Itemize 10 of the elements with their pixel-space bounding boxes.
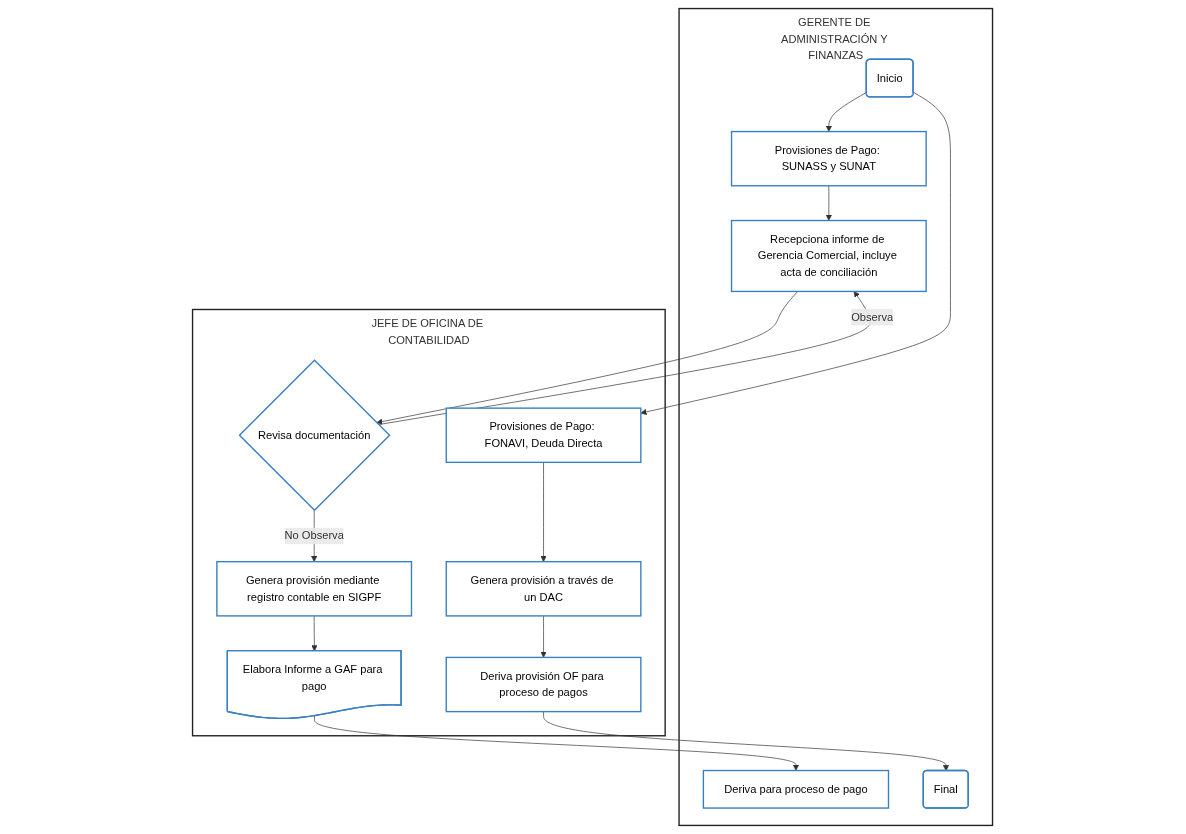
- edge-label: No Observa: [284, 529, 345, 542]
- node-box: Deriva provisión OF para proceso de pagos: [446, 656, 642, 713]
- node-diamond: Revisa documentación: [239, 359, 391, 512]
- node-box: Provisiones de Pago: FONAVI, Deuda Directa: [446, 407, 642, 464]
- node-box: Provisiones de Pago: SUNASS y SUNAT: [731, 130, 928, 187]
- node-box: Recepciona informe de Gerencia Comercial, incluye acta de conciliación: [731, 219, 928, 293]
- node-box: Deriva para proceso de pago: [703, 769, 890, 809]
- node-box: Genera provisión mediante registro contable en SIGPF: [216, 561, 413, 617]
- node-box: Genera provisión a través de un DAC: [446, 561, 642, 617]
- edge-label: Observa: [851, 310, 894, 323]
